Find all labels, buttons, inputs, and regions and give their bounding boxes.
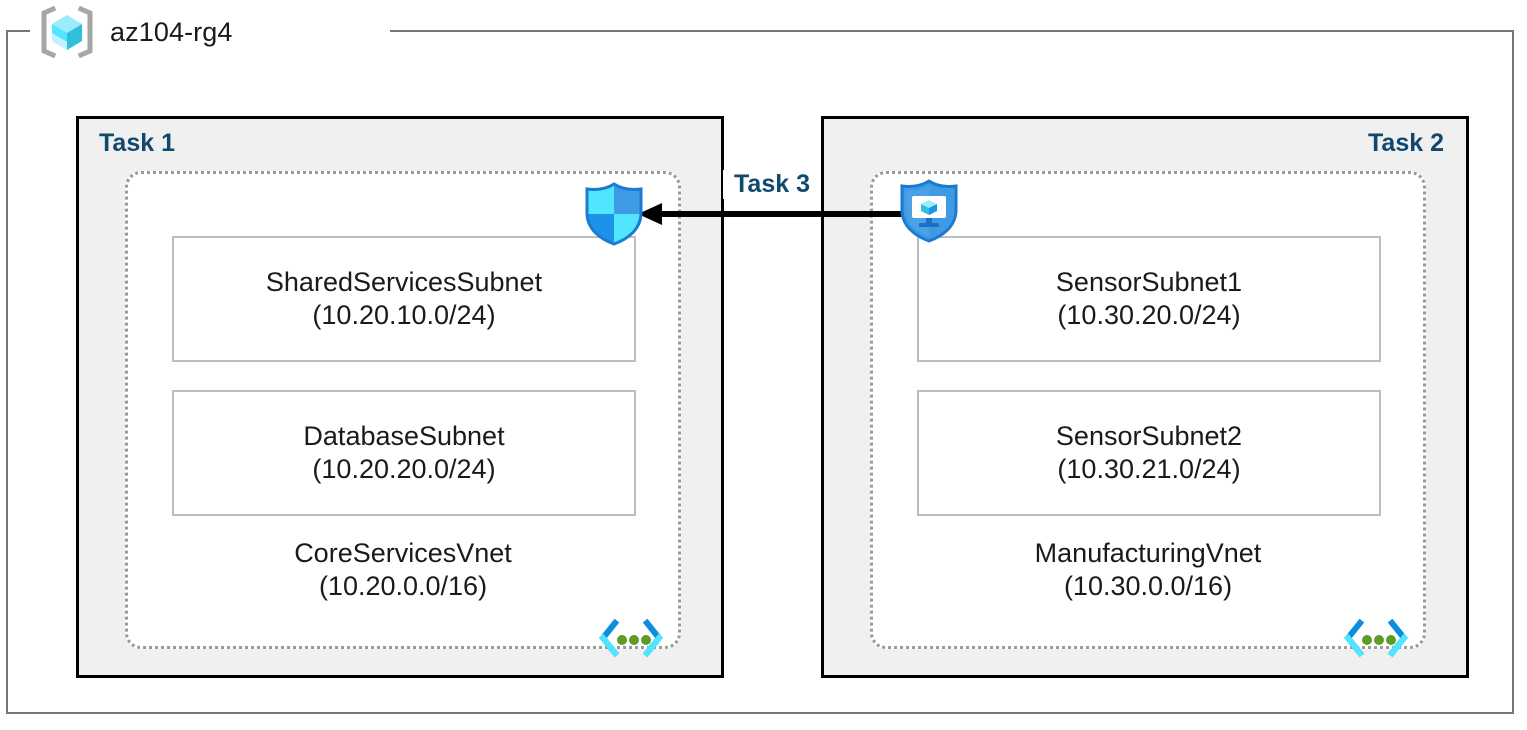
task-1-label: Task 1 xyxy=(99,129,175,157)
task-3-label: Task 3 xyxy=(723,170,821,199)
vnet-container-manufacturing: SensorSubnet1 (10.30.20.0/24) SensorSubn… xyxy=(870,171,1426,658)
subnet-name: SharedServicesSubnet xyxy=(265,266,543,297)
task-2-panel: Task 2 SensorSubnet1 (10.30.20.0/24) Sen… xyxy=(821,116,1469,678)
resource-group-name: az104-rg4 xyxy=(110,16,233,47)
resource-group-container xyxy=(6,30,1514,714)
virtual-network-icon xyxy=(598,616,664,662)
vnet-cidr: (10.20.0.0/16) xyxy=(318,571,488,602)
network-security-shield-icon xyxy=(583,181,645,247)
subnet-name: SensorSubnet2 xyxy=(1055,420,1243,451)
resource-group-cube-icon xyxy=(38,5,96,59)
vnet-caption: CoreServicesVnet (10.20.0.0/16) xyxy=(128,538,678,602)
subnet-cidr: (10.20.20.0/24) xyxy=(312,454,496,484)
vnet-name: CoreServicesVnet xyxy=(294,538,512,568)
task-1-panel: Task 1 SharedServicesSubnet (10.20.10.0/… xyxy=(76,116,724,678)
subnet-cidr: (10.30.21.0/24) xyxy=(1057,454,1241,484)
subnet-sensor2: SensorSubnet2 (10.30.21.0/24) xyxy=(917,390,1381,516)
vnet-caption: ManufacturingVnet (10.30.0.0/16) xyxy=(873,538,1423,602)
virtual-network-icon xyxy=(1343,616,1409,662)
subnet-database: DatabaseSubnet (10.20.20.0/24) xyxy=(172,390,636,516)
subnet-sharedservices: SharedServicesSubnet (10.20.10.0/24) xyxy=(172,236,636,362)
subnet-name: SensorSubnet1 xyxy=(1055,266,1243,297)
subnet-sensor1: SensorSubnet1 (10.30.20.0/24) xyxy=(917,236,1381,362)
vnet-cidr: (10.30.0.0/16) xyxy=(1063,571,1233,602)
resource-group-title: az104-rg4 xyxy=(38,4,232,60)
subnet-cidr: (10.30.20.0/24) xyxy=(1057,300,1241,330)
task-3-connector-arrow xyxy=(636,196,912,232)
subnet-name: DatabaseSubnet xyxy=(303,420,505,451)
network-security-group-icon xyxy=(898,178,960,244)
task-2-label: Task 2 xyxy=(1368,129,1444,157)
vnet-name: ManufacturingVnet xyxy=(1034,538,1262,568)
subnet-cidr: (10.20.10.0/24) xyxy=(312,300,496,330)
